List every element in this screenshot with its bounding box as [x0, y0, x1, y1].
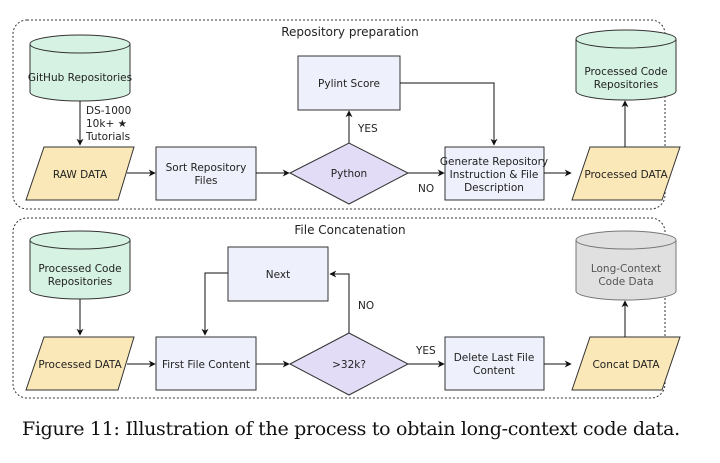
svg-text:Processed Code: Processed Code	[38, 263, 121, 275]
next-node: Next	[227, 246, 329, 302]
svg-text:Next: Next	[266, 269, 290, 281]
svg-text:Instruction & File: Instruction & File	[450, 169, 539, 181]
svg-text:Python: Python	[331, 168, 367, 180]
delete-last-file-node: Delete Last File Content	[444, 336, 545, 391]
svg-text:GitHub Repositories: GitHub Repositories	[28, 72, 132, 84]
panel-repository-preparation: Repository preparation GitHub Repositori…	[12, 19, 681, 210]
svg-text:Description: Description	[464, 182, 524, 194]
no-label: NO	[358, 300, 374, 312]
raw-data-node: RAW DATA	[25, 146, 135, 201]
processed-data-node: Processed DATA	[571, 146, 681, 201]
svg-text:Code Data: Code Data	[598, 276, 653, 288]
panel-file-concatenation: File Concatenation Processed Code Reposi…	[12, 217, 681, 399]
processed-code-repositories-cylinder: Processed Code Repositories	[575, 29, 677, 101]
panel-title: File Concatenation	[294, 223, 405, 237]
long-context-code-data-cylinder: Long-Context Code Data	[575, 230, 677, 301]
first-file-content-node: First File Content	[155, 336, 257, 391]
data-sources-label: DS-1000 10k+ ★ Tutorials	[85, 105, 131, 143]
concat-data-node: Concat DATA	[571, 336, 681, 391]
svg-text:Delete Last File: Delete Last File	[454, 352, 535, 364]
svg-text:Generate Repository: Generate Repository	[440, 156, 548, 168]
processed-code-repositories-cylinder: Processed Code Repositories	[29, 230, 131, 300]
panel-title: Repository preparation	[281, 25, 419, 39]
sort-repository-files-node: Sort Repository Files	[155, 146, 257, 201]
svg-text:>32k?: >32k?	[332, 359, 366, 371]
svg-text:Long-Context: Long-Context	[591, 263, 661, 275]
svg-text:Processed DATA: Processed DATA	[38, 359, 122, 371]
svg-text:Repositories: Repositories	[48, 276, 112, 288]
svg-text:Content: Content	[473, 365, 515, 377]
svg-text:10k+ ★: 10k+ ★	[86, 118, 127, 130]
svg-text:RAW DATA: RAW DATA	[53, 169, 108, 181]
figure-caption: Figure 11: Illustration of the process t…	[22, 418, 680, 440]
svg-text:Pylint Score: Pylint Score	[318, 78, 380, 90]
yes-label: YES	[357, 123, 378, 135]
svg-text:First File Content: First File Content	[162, 359, 250, 371]
svg-text:Repositories: Repositories	[594, 79, 658, 91]
svg-text:DS-1000: DS-1000	[86, 105, 131, 117]
yes-label: YES	[415, 345, 436, 357]
svg-text:Tutorials: Tutorials	[85, 131, 130, 143]
github-repositories-cylinder: GitHub Repositories	[28, 34, 132, 102]
pylint-score-node: Pylint Score	[297, 55, 401, 111]
svg-text:Sort Repository: Sort Repository	[166, 162, 247, 174]
svg-text:Files: Files	[194, 175, 217, 187]
svg-text:Concat DATA: Concat DATA	[592, 359, 660, 371]
processed-data-node: Processed DATA	[25, 336, 135, 391]
generate-instruction-node: Generate Repository Instruction & File D…	[440, 146, 548, 201]
size-check-decision: >32k?	[288, 332, 410, 396]
svg-text:Processed DATA: Processed DATA	[584, 169, 668, 181]
python-decision: Python	[288, 142, 410, 205]
svg-text:Processed Code: Processed Code	[584, 66, 667, 78]
no-label: NO	[418, 183, 434, 195]
